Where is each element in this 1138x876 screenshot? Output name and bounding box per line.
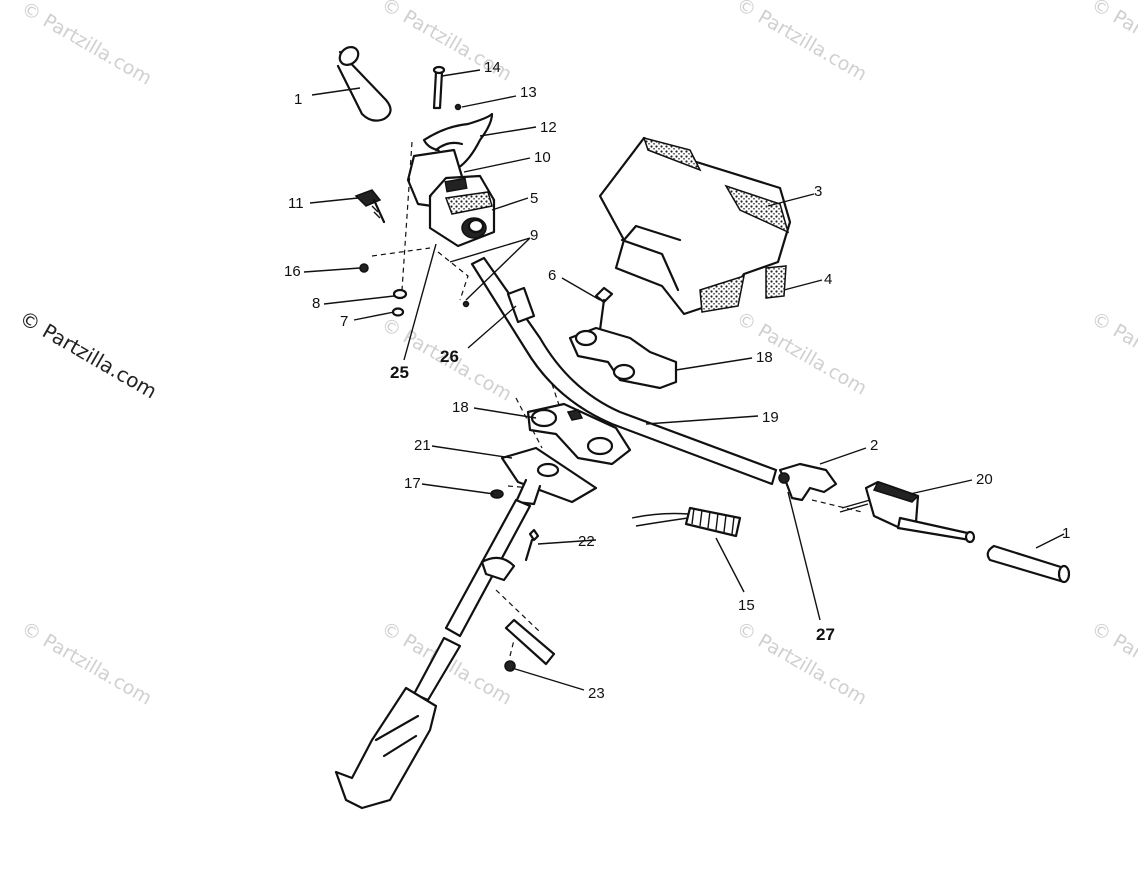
callout-26: 26 — [440, 347, 459, 366]
callout-17: 17 — [404, 475, 421, 492]
watermark-tile: © Partzilla.com — [1088, 0, 1138, 86]
grip-right — [986, 544, 1071, 584]
callout-20: 20 — [976, 471, 993, 488]
leader-lines — [303, 69, 1065, 691]
grip-left — [336, 46, 392, 122]
callout-3: 3 — [814, 183, 822, 200]
callout-6: 6 — [548, 267, 556, 284]
callout-22: 22 — [578, 533, 595, 550]
watermark-tile: © Partzilla.com — [733, 307, 871, 399]
callout-9: 9 — [530, 227, 538, 244]
callout-18-lower: 18 — [452, 399, 469, 416]
callout-27: 27 — [816, 625, 835, 644]
clip — [454, 103, 462, 111]
throttle-housing — [406, 148, 496, 248]
callout-1-right: 1 — [1062, 525, 1070, 542]
post-bolt — [524, 528, 540, 562]
wiring-harness — [631, 506, 742, 538]
callout-21: 21 — [414, 437, 431, 454]
callout-14: 14 — [484, 59, 501, 76]
callout-15: 15 — [738, 597, 755, 614]
nut — [359, 263, 369, 273]
console-cover — [598, 136, 792, 316]
callout-23: 23 — [588, 685, 605, 702]
assembly-lines — [371, 141, 863, 657]
adjust-screw — [354, 189, 386, 224]
callout-16: 16 — [284, 263, 301, 280]
watermark-tile: © Partzilla.com — [18, 0, 156, 90]
callout-4: 4 — [824, 271, 832, 288]
callout-25: 25 — [390, 363, 409, 382]
post-pin — [504, 618, 556, 672]
watermark-tile: © Partzilla.com — [733, 617, 871, 709]
watermark-tile: © Partzilla.com — [18, 617, 156, 709]
steering-plate — [500, 446, 598, 506]
steering-post — [334, 498, 532, 810]
callout-13: 13 — [520, 84, 537, 101]
watermark-tile: © Partzilla.com — [1088, 617, 1138, 709]
watermark-side-label: © Partzilla.com — [16, 306, 162, 404]
callout-8: 8 — [312, 295, 320, 312]
washer — [392, 288, 408, 300]
watermark-tile: © Partzilla.com — [1088, 307, 1138, 399]
handlebar-clamp-lower — [526, 402, 632, 466]
switch-housing — [839, 480, 976, 544]
throttle-lever — [422, 112, 494, 170]
callout-7: 7 — [340, 313, 348, 330]
callout-1-left: 1 — [294, 91, 302, 108]
set-screw — [462, 300, 470, 308]
callout-11: 11 — [288, 195, 304, 212]
watermark-tile: © Partzilla.com — [733, 0, 871, 86]
callout-12: 12 — [540, 119, 557, 136]
clamp-bolt — [594, 286, 614, 332]
callout-2: 2 — [870, 437, 878, 454]
spacer — [391, 307, 405, 317]
callout-19: 19 — [762, 409, 779, 426]
callout-5: 5 — [530, 190, 538, 207]
pivot-pin — [432, 65, 446, 110]
handlebar-clamp-upper — [568, 326, 678, 390]
callout-labels: 1 14 13 12 10 5 11 9 16 8 7 25 26 3 4 6 … — [284, 59, 1070, 702]
callout-18-upper: 18 — [756, 349, 773, 366]
brake-bracket — [778, 462, 838, 502]
handlebar-tube — [470, 256, 778, 486]
callout-10: 10 — [534, 149, 551, 166]
